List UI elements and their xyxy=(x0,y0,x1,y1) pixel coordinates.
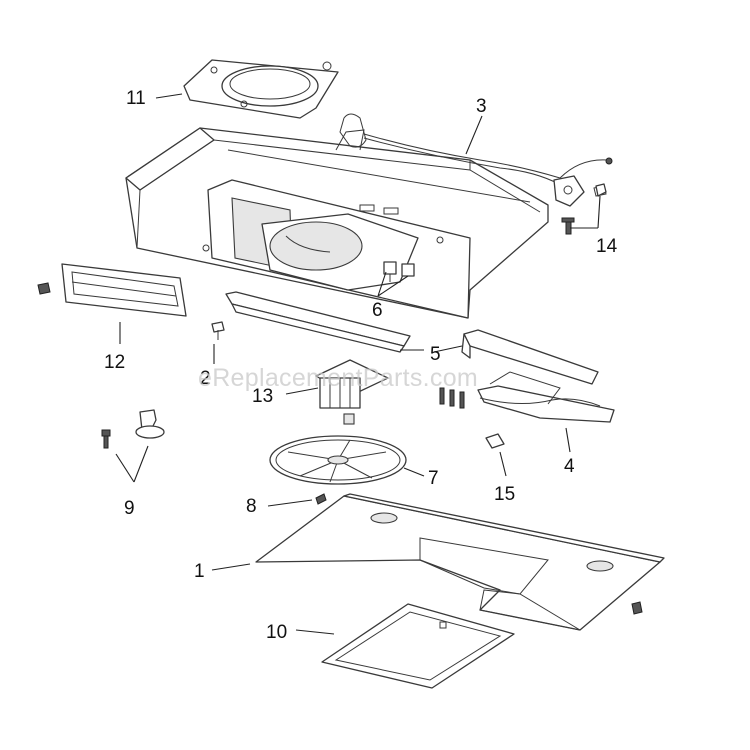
callout-9: 9 xyxy=(124,498,135,519)
callout-8: 8 xyxy=(246,496,257,517)
part-13-motor xyxy=(315,359,389,425)
part-5-light-lens xyxy=(225,291,411,353)
callout-3: 3 xyxy=(476,96,487,117)
leader-lines xyxy=(115,93,601,635)
watermark-text: eReplacementParts.com xyxy=(198,364,478,392)
part-9-knob-screw xyxy=(101,409,165,449)
part-11-duct-collar xyxy=(183,59,339,119)
callout-5: 5 xyxy=(430,344,441,365)
part-1-bottom-panel xyxy=(255,493,665,631)
part-3-wiring-harness xyxy=(335,113,613,207)
part-2-screw xyxy=(211,321,225,340)
part-5-side-bracket xyxy=(461,329,599,385)
part-10-grease-filter xyxy=(321,603,515,689)
callout-numbers: 1 2 3 4 5 6 7 8 9 10 11 12 13 14 15 xyxy=(104,88,618,643)
callout-12: 12 xyxy=(104,352,125,373)
callout-2: 2 xyxy=(200,368,211,389)
callout-1: 1 xyxy=(194,561,205,582)
callout-11: 11 xyxy=(126,88,146,109)
part-12-filter-frame xyxy=(37,263,187,317)
callout-6: 6 xyxy=(372,300,383,321)
part-15-clip xyxy=(485,433,505,449)
callout-7: 7 xyxy=(428,468,439,489)
part-4-control-panel xyxy=(439,371,615,423)
callout-10: 10 xyxy=(266,622,287,643)
callout-15: 15 xyxy=(494,484,515,505)
callout-14: 14 xyxy=(596,236,618,257)
hood-housing xyxy=(125,127,549,319)
part-8-screw xyxy=(315,493,327,505)
callout-13: 13 xyxy=(252,386,273,407)
part-7-blower-wheel xyxy=(269,435,407,485)
callout-4: 4 xyxy=(564,456,575,477)
part-14-screws xyxy=(561,183,607,235)
